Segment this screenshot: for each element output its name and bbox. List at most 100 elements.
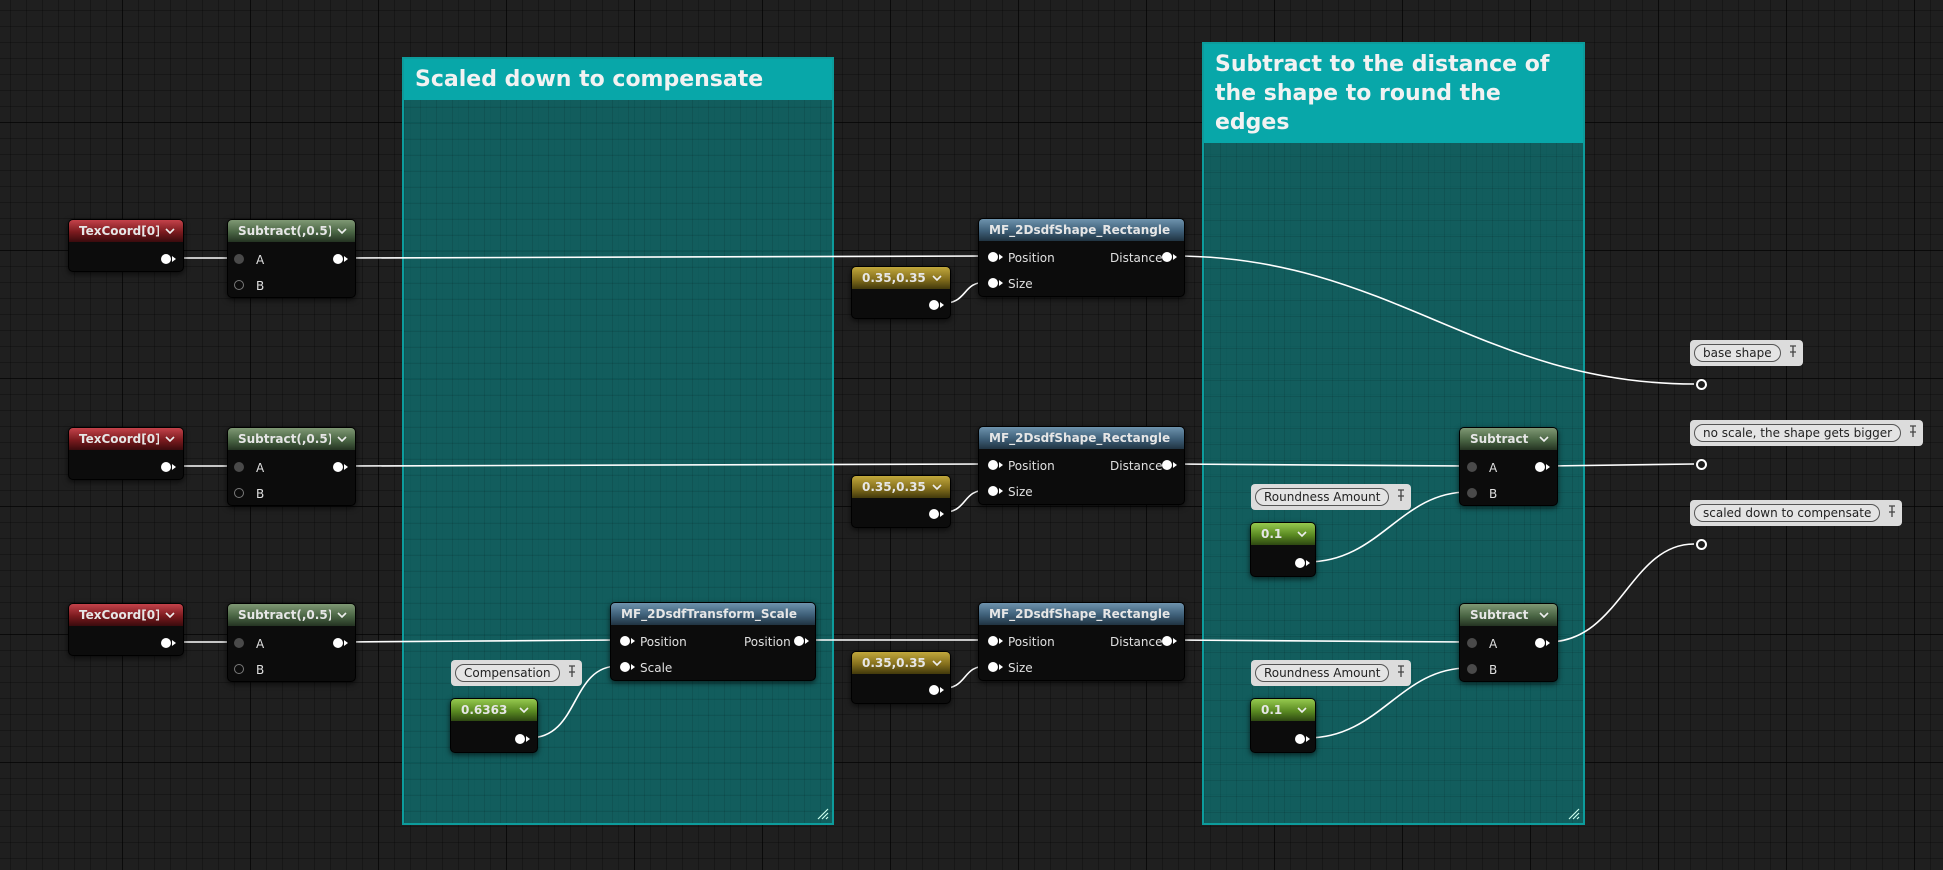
- parameter-comment[interactable]: Compensation: [451, 660, 582, 686]
- constant2vector-node[interactable]: 0.35,0.35: [851, 266, 951, 319]
- output-pin[interactable]: [929, 685, 939, 695]
- sdf-rectangle-node[interactable]: MF_2DsdfShape_Rectangle Position Size Di…: [978, 218, 1185, 297]
- subtract-node[interactable]: Subtract A B: [1459, 427, 1558, 506]
- resize-grip-icon[interactable]: [817, 808, 829, 820]
- chevron-down-icon[interactable]: [932, 482, 942, 492]
- chevron-down-icon[interactable]: [1539, 434, 1549, 444]
- output-pin[interactable]: [929, 300, 939, 310]
- chevron-down-icon[interactable]: [165, 610, 175, 620]
- input-pin-b[interactable]: [234, 488, 244, 498]
- output-pin[interactable]: [1535, 638, 1545, 648]
- output-pin[interactable]: [161, 462, 171, 472]
- comment-title[interactable]: Subtract to the distance of the shape to…: [1204, 44, 1583, 143]
- sdf-rectangle-node[interactable]: MF_2DsdfShape_Rectangle Position Size Di…: [978, 602, 1185, 681]
- wire: [344, 639, 619, 643]
- chevron-down-icon[interactable]: [337, 226, 347, 236]
- chevron-down-icon[interactable]: [165, 226, 175, 236]
- output-pin[interactable]: [1535, 462, 1545, 472]
- wire: [1173, 255, 1695, 385]
- chevron-down-icon[interactable]: [1297, 529, 1307, 539]
- chevron-down-icon[interactable]: [337, 610, 347, 620]
- output-pin[interactable]: [1295, 734, 1305, 744]
- parameter-comment[interactable]: Roundness Amount: [1251, 660, 1412, 686]
- output-pin[interactable]: [515, 734, 525, 744]
- subtract-node[interactable]: Subtract(,0.5) A B: [227, 603, 356, 682]
- constant2vector-node[interactable]: 0.35,0.35: [851, 475, 951, 528]
- input-pin-a[interactable]: [234, 254, 244, 264]
- scalar-parameter-node[interactable]: 0.1: [1250, 698, 1316, 753]
- parameter-comment[interactable]: Roundness Amount: [1251, 484, 1412, 510]
- wire: [1306, 667, 1469, 739]
- input-pin-size[interactable]: [988, 278, 998, 288]
- chevron-down-icon[interactable]: [1297, 705, 1307, 715]
- pin-icon[interactable]: [1887, 504, 1897, 518]
- parameter-label: Roundness Amount: [1255, 664, 1390, 682]
- output-pin[interactable]: [1295, 558, 1305, 568]
- input-pin-position[interactable]: [988, 460, 998, 470]
- sdf-rectangle-node[interactable]: MF_2DsdfShape_Rectangle Position Size Di…: [978, 426, 1185, 505]
- output-pin-distance[interactable]: [1162, 636, 1172, 646]
- input-pin-scale[interactable]: [620, 662, 630, 672]
- output-pin[interactable]: [333, 462, 343, 472]
- comment-box-scaled[interactable]: Scaled down to compensate: [402, 57, 834, 825]
- pin-icon[interactable]: [1908, 424, 1918, 438]
- output-pin[interactable]: [161, 638, 171, 648]
- reroute-icon[interactable]: [1696, 539, 1707, 550]
- node-title: MF_2DsdfShape_Rectangle: [989, 431, 1171, 445]
- node-title: 0.6363: [461, 703, 508, 717]
- reroute-comment[interactable]: base shape: [1690, 340, 1803, 366]
- input-pin-b[interactable]: [234, 664, 244, 674]
- input-pin-a[interactable]: [1467, 462, 1477, 472]
- reroute-icon[interactable]: [1696, 379, 1707, 390]
- pin-icon[interactable]: [1396, 488, 1406, 502]
- pin-label: Scale: [640, 661, 673, 675]
- chevron-down-icon[interactable]: [165, 434, 175, 444]
- reroute-comment[interactable]: scaled down to compensate: [1690, 500, 1903, 526]
- input-pin-b[interactable]: [1467, 664, 1477, 674]
- texcoord-node[interactable]: TexCoord[0]: [68, 603, 184, 656]
- constant2vector-node[interactable]: 0.35,0.35: [851, 651, 951, 704]
- chevron-down-icon[interactable]: [337, 434, 347, 444]
- node-title: MF_2DsdfTransform_Scale: [621, 607, 797, 621]
- input-pin-position[interactable]: [988, 252, 998, 262]
- chevron-down-icon[interactable]: [1539, 610, 1549, 620]
- subtract-node[interactable]: Subtract(,0.5) A B: [227, 427, 356, 506]
- input-pin-size[interactable]: [988, 662, 998, 672]
- output-pin[interactable]: [929, 509, 939, 519]
- input-pin-b[interactable]: [234, 280, 244, 290]
- input-pin-size[interactable]: [988, 486, 998, 496]
- scalar-parameter-node[interactable]: 0.6363: [450, 698, 538, 753]
- output-pin-distance[interactable]: [1162, 460, 1172, 470]
- resize-grip-icon[interactable]: [1568, 808, 1580, 820]
- pin-icon[interactable]: [1396, 664, 1406, 678]
- output-pin-distance[interactable]: [1162, 252, 1172, 262]
- input-pin-a[interactable]: [1467, 638, 1477, 648]
- output-pin[interactable]: [161, 254, 171, 264]
- input-pin-a[interactable]: [234, 638, 244, 648]
- reroute-icon[interactable]: [1696, 459, 1707, 470]
- chevron-down-icon[interactable]: [519, 705, 529, 715]
- pin-icon[interactable]: [1788, 344, 1798, 358]
- texcoord-node[interactable]: TexCoord[0]: [68, 427, 184, 480]
- output-pin[interactable]: [333, 254, 343, 264]
- scalar-parameter-node[interactable]: 0.1: [1250, 522, 1316, 577]
- input-pin-position[interactable]: [988, 636, 998, 646]
- subtract-node[interactable]: Subtract A B: [1459, 603, 1558, 682]
- reroute-comment[interactable]: no scale, the shape gets bigger: [1690, 420, 1924, 446]
- pin-label: Size: [1008, 661, 1033, 675]
- input-pin-a[interactable]: [234, 462, 244, 472]
- chevron-down-icon[interactable]: [932, 658, 942, 668]
- output-pin-position[interactable]: [794, 636, 804, 646]
- node-title: MF_2DsdfShape_Rectangle: [989, 223, 1171, 237]
- chevron-down-icon[interactable]: [932, 273, 942, 283]
- pin-label: Size: [1008, 277, 1033, 291]
- pin-icon[interactable]: [567, 664, 577, 678]
- output-pin[interactable]: [333, 638, 343, 648]
- sdf-transform-scale-node[interactable]: MF_2DsdfTransform_Scale Position Scale P…: [610, 602, 816, 681]
- subtract-node[interactable]: Subtract(,0.5) A B: [227, 219, 356, 298]
- input-pin-b[interactable]: [1467, 488, 1477, 498]
- texcoord-node[interactable]: TexCoord[0]: [68, 219, 184, 272]
- comment-title[interactable]: Scaled down to compensate: [404, 59, 832, 100]
- input-pin-position[interactable]: [620, 636, 630, 646]
